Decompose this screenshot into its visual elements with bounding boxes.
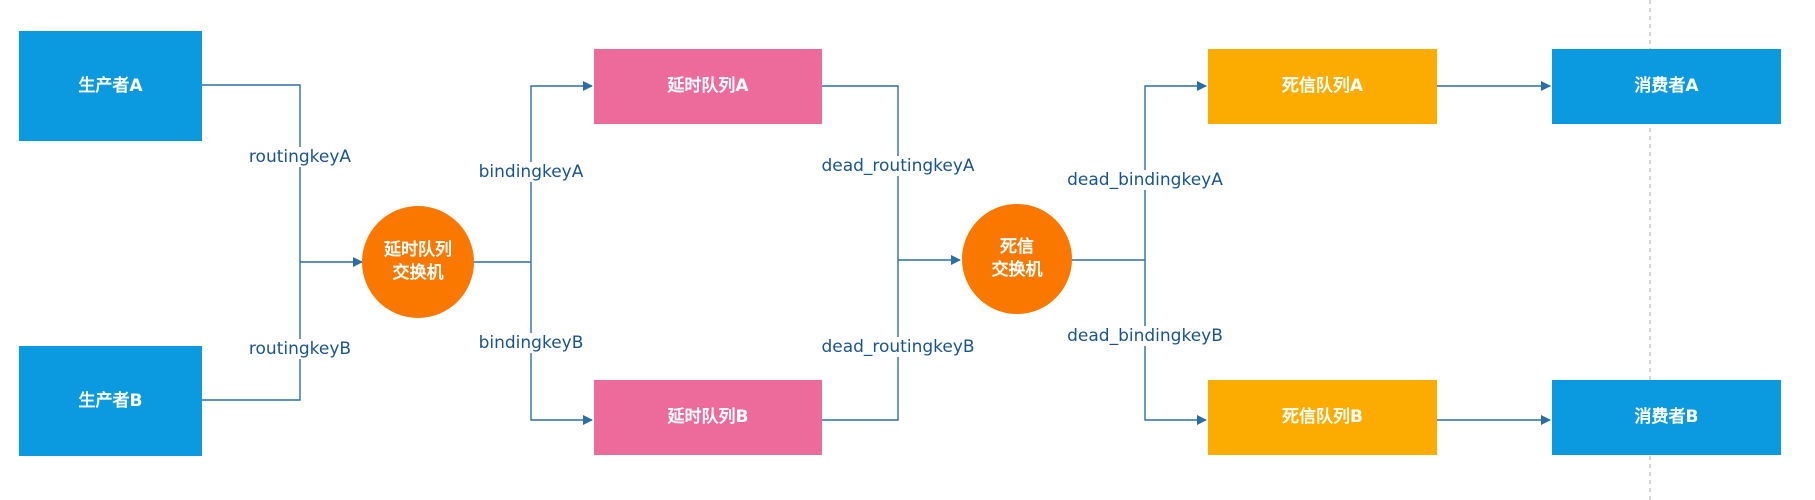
dead-binding-key-a-label: dead_bindingkeyA bbox=[1066, 170, 1224, 190]
dead-queue-b-box: 死信队列B bbox=[1208, 380, 1437, 455]
dead-routing-key-a-label: dead_routingkeyA bbox=[820, 156, 976, 176]
delay-exchange-node: 延时队列 交换机 bbox=[362, 206, 474, 318]
consumer-a-box: 消费者A bbox=[1552, 49, 1781, 124]
wire-producer-b bbox=[202, 262, 301, 401]
delay-queue-b-label: 延时队列B bbox=[667, 407, 749, 428]
delay-queue-a-box: 延时队列A bbox=[594, 49, 822, 124]
wire-delay-queue-a-out bbox=[822, 85, 899, 260]
producer-a-label: 生产者A bbox=[78, 75, 143, 96]
wire-producer-a bbox=[202, 84, 301, 262]
binding-key-a-label: bindingkeyA bbox=[477, 162, 585, 182]
producer-b-box: 生产者B bbox=[19, 346, 202, 456]
dead-queue-a-box: 死信队列A bbox=[1208, 49, 1437, 124]
arrow-to-delay-queue-a bbox=[530, 81, 593, 262]
dead-queue-b-label: 死信队列B bbox=[1282, 407, 1363, 428]
consumer-b-box: 消费者B bbox=[1552, 380, 1781, 455]
consumer-b-label: 消费者B bbox=[1634, 407, 1699, 428]
delay-queue-b-box: 延时队列B bbox=[594, 380, 822, 455]
producer-b-label: 生产者B bbox=[78, 390, 143, 411]
dead-binding-key-b-label: dead_bindingkeyB bbox=[1066, 326, 1224, 346]
dead-exchange-node: 死信 交换机 bbox=[962, 204, 1072, 314]
arrow-to-dead-queue-a bbox=[1144, 81, 1207, 260]
routing-key-b-label: routingkeyB bbox=[247, 339, 353, 359]
delay-exchange-label-line1: 延时队列 bbox=[384, 240, 452, 261]
consumer-a-label: 消费者A bbox=[1634, 76, 1699, 97]
dead-routing-key-b-label: dead_routingkeyB bbox=[820, 337, 976, 357]
delay-exchange-label-line2: 交换机 bbox=[392, 263, 444, 283]
dead-queue-a-label: 死信队列A bbox=[1281, 76, 1364, 97]
arrow-to-dead-queue-b bbox=[1144, 260, 1207, 425]
producer-a-box: 生产者A bbox=[19, 31, 202, 141]
arrow-to-delay-queue-b bbox=[530, 262, 593, 425]
binding-key-b-label: bindingkeyB bbox=[477, 333, 585, 353]
delay-queue-a-label: 延时队列A bbox=[667, 76, 749, 97]
arrow-dead-routing-b bbox=[789, 260, 899, 425]
dead-exchange-label-line1: 死信 bbox=[1000, 237, 1034, 258]
routing-key-a-label: routingkeyA bbox=[247, 147, 353, 167]
dead-exchange-label-line2: 交换机 bbox=[991, 260, 1043, 280]
